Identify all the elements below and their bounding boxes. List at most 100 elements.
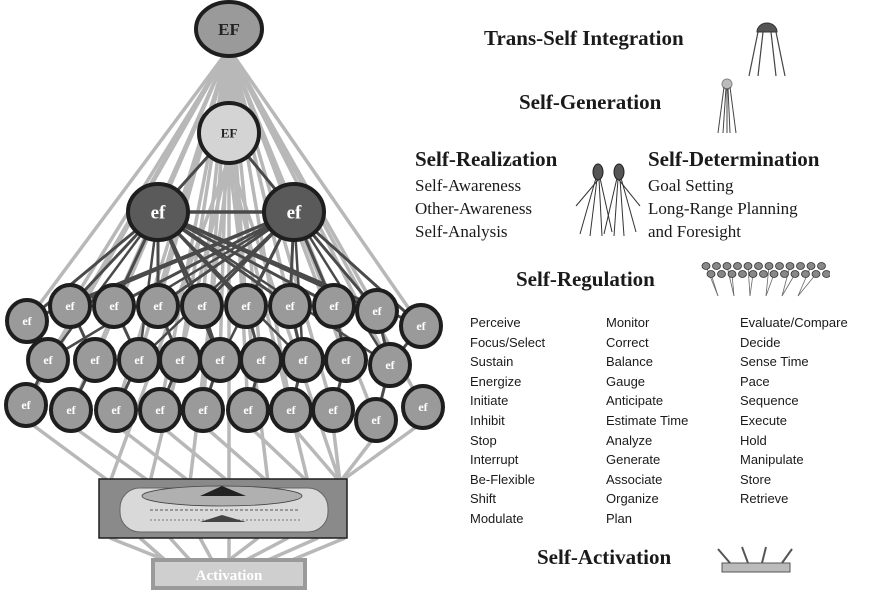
base-to-activation-line <box>245 536 289 562</box>
ef-to-base-line <box>24 418 112 484</box>
mesh-node <box>748 270 758 278</box>
ef-node-label: ef <box>215 353 225 367</box>
ef-node: ef <box>312 283 356 329</box>
regulation-item: Interrupt <box>470 452 519 468</box>
ef-node-label: ef <box>109 299 119 313</box>
ef-node-label: ef <box>285 299 295 313</box>
ef-node: ef <box>324 337 368 383</box>
mesh-node <box>796 262 805 270</box>
ef-node: ef <box>158 337 202 383</box>
ef-node-label: ef <box>43 353 53 367</box>
mesh-node <box>759 270 768 278</box>
mesh-node <box>822 270 830 278</box>
mesh-line <box>781 273 796 297</box>
ef-node: ef <box>368 342 412 388</box>
regulation-item: Analyze <box>606 432 653 448</box>
mesh-node <box>754 262 763 270</box>
regulation-item: Energize <box>470 373 522 389</box>
ef-node: ef <box>4 382 48 428</box>
ef-node: ef <box>281 337 325 383</box>
ef-node-label: ef <box>155 403 165 417</box>
ef-to-base-line <box>114 423 192 484</box>
regulation-item: Associate <box>606 471 663 487</box>
regulation-item: Inhibit <box>470 412 505 428</box>
ef-node-label: ef <box>153 299 163 313</box>
ef-to-base-line <box>338 433 378 484</box>
self-realization-heading: Self-Realization <box>415 147 558 171</box>
ef-mid-node: ef <box>126 182 190 242</box>
ef-node-label: ef <box>298 353 308 367</box>
regulation-item: Store <box>740 471 772 487</box>
self-regulation-glyph <box>701 262 830 297</box>
ef-node: ef <box>180 283 224 329</box>
ef-node: ef <box>49 387 93 433</box>
mesh-node <box>764 262 774 270</box>
ef-node: ef <box>399 303 443 349</box>
activation-label: Activation <box>196 568 263 584</box>
ef-node-label: ef <box>286 403 296 417</box>
ef-node-label: ef <box>198 403 208 417</box>
regulation-item: Be-Flexible <box>470 471 536 487</box>
mesh-line <box>781 265 791 297</box>
ef-node-label: ef <box>243 403 253 417</box>
ef-node: ef <box>73 337 117 383</box>
ef-node-label: ef <box>416 319 426 333</box>
ef-node: ef <box>117 337 161 383</box>
ef-node-label: ef <box>134 353 144 367</box>
mesh-node <box>780 270 789 278</box>
ef-to-base-line <box>201 423 270 484</box>
self-regulation-column-1: Perceive Focus/Select Sustain Energize I… <box>470 313 545 529</box>
regulation-item: Focus/Select <box>470 334 546 350</box>
regulation-item: Stop <box>470 432 497 448</box>
regulation-item: Hold <box>740 432 767 448</box>
base-to-activation-line <box>291 536 346 562</box>
ef-node-label: ef <box>111 403 121 417</box>
self-realization-item: Other-Awareness <box>415 199 533 218</box>
ef-node-label: ef <box>385 358 395 372</box>
self-determination-item: and Foresight <box>648 222 742 241</box>
ef-node: ef <box>138 387 182 433</box>
ef-node-label: ef <box>21 398 31 412</box>
top-to-ef-line <box>25 47 231 323</box>
ef-node: ef <box>269 387 313 433</box>
ef-node: ef <box>26 337 70 383</box>
ef-to-base-line <box>338 420 425 484</box>
ef-node-label: ef <box>90 353 100 367</box>
activation-bar <box>151 558 307 590</box>
self-regulation-column-2: Monitor Correct Balance Gauge Anticipate… <box>606 313 688 529</box>
ef-node: ef <box>401 384 445 430</box>
mesh-node <box>806 262 816 270</box>
base-to-activation-line <box>168 536 192 562</box>
regulation-item: Sequence <box>740 393 799 409</box>
ef-node: ef <box>136 283 180 329</box>
mid-to-ef-line <box>157 211 304 361</box>
mesh-node <box>811 270 821 278</box>
regulation-item: Generate <box>606 452 661 468</box>
ef-second-node-label: EF <box>221 126 238 141</box>
ef-to-base-line <box>246 423 310 484</box>
ef-to-base-line <box>331 424 342 483</box>
ef-node-label: ef <box>65 299 75 313</box>
ef-node-label: ef <box>197 299 207 313</box>
base-to-activation-line <box>138 536 167 562</box>
mesh-node <box>717 270 726 278</box>
regulation-item: Modulate <box>470 510 524 526</box>
ef-to-base-line <box>69 423 152 484</box>
ef-node-label: ef <box>328 403 338 417</box>
self-realization-item: Self-Awareness <box>415 176 522 195</box>
regulation-item: Perceive <box>470 315 521 330</box>
ef-to-base-line <box>289 423 342 484</box>
trans-self-integration-glyph <box>748 22 786 77</box>
self-generation-heading: Self-Generation <box>519 90 662 114</box>
ef-node: ef <box>354 397 398 443</box>
regulation-item: Execute <box>740 412 787 428</box>
mesh-node <box>801 270 810 278</box>
ef-node-label: ef <box>372 304 382 318</box>
mesh-node <box>727 270 737 278</box>
ef-node-label: ef <box>371 413 381 427</box>
ef-node: ef <box>226 387 270 433</box>
self-determination-heading: Self-Determination <box>648 147 820 171</box>
regulation-item: Correct <box>606 334 649 350</box>
ef-top-node-label: EF <box>218 20 240 39</box>
